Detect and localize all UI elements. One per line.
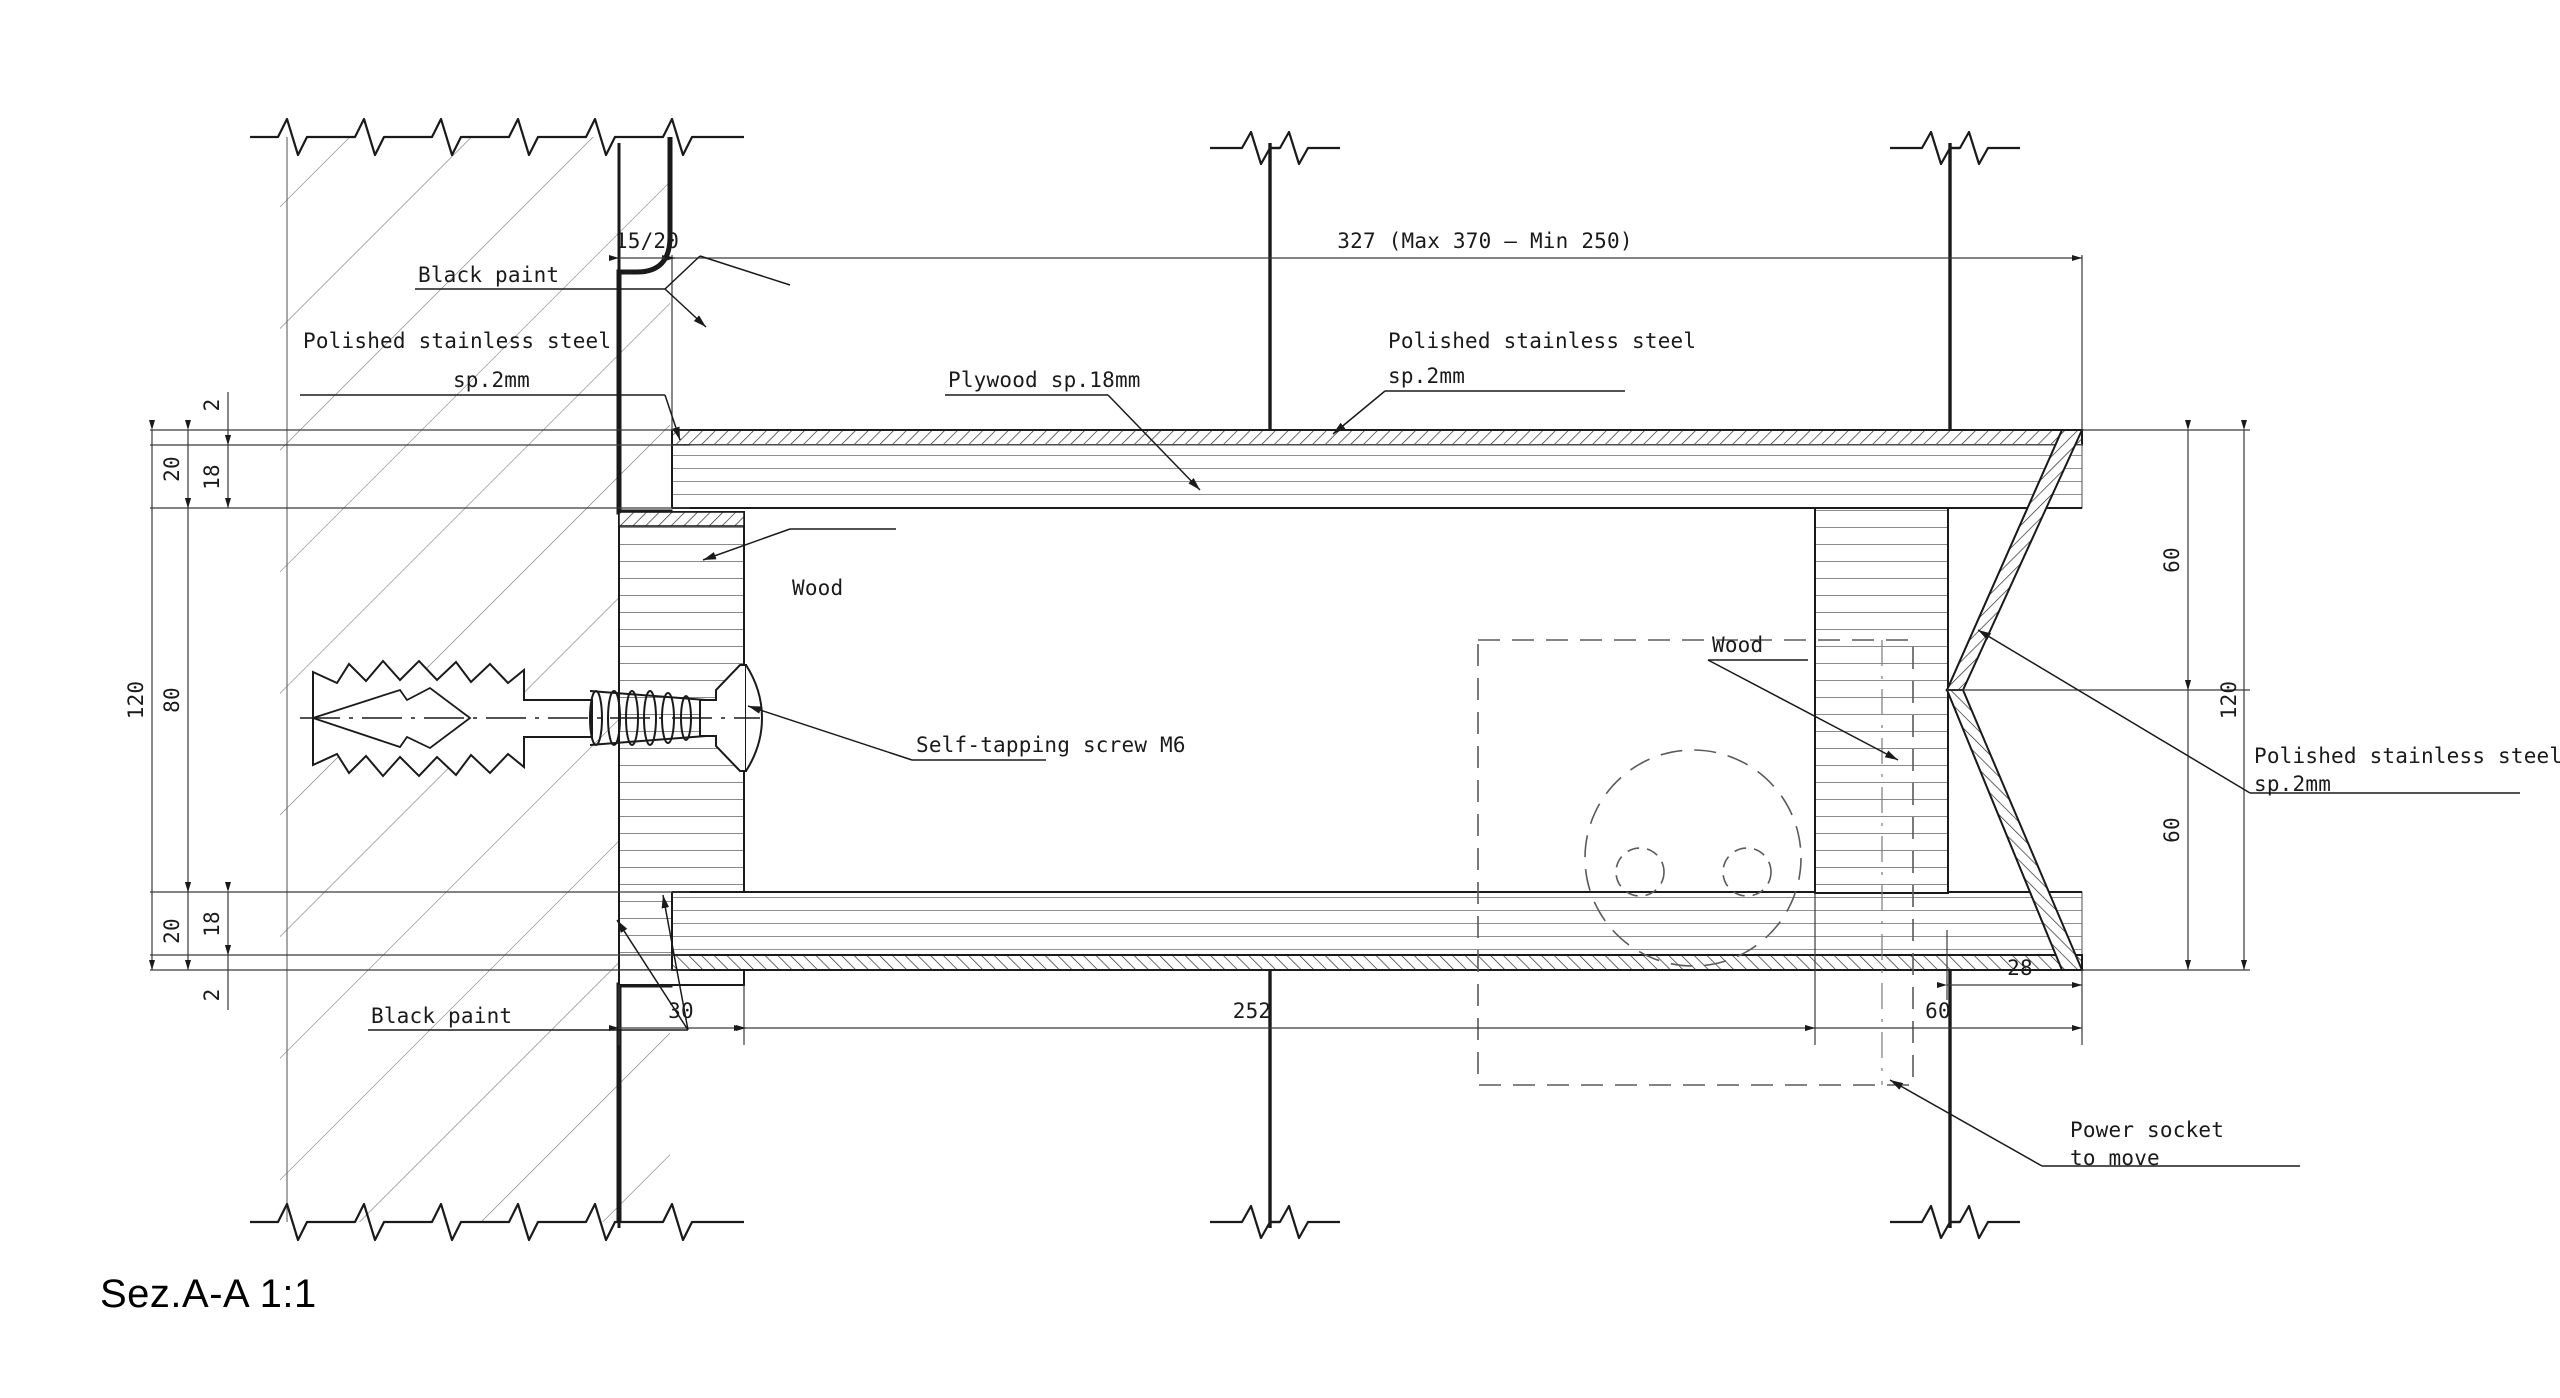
dimension-lines <box>149 255 2250 1045</box>
tip-inner-lower <box>1946 689 2063 971</box>
socket-outer-circle <box>1584 749 1802 967</box>
socket-pin-left <box>1615 847 1665 897</box>
break-line-bottom-wall <box>250 1202 744 1242</box>
label-polished-steel-right-line1: Polished stainless steel <box>2254 744 2560 768</box>
dim-total-height-left: 120 <box>124 681 148 720</box>
label-wood-right: Wood <box>1712 633 1763 657</box>
dim-plywood-bot-thk: 18 <box>200 911 224 937</box>
leader-screw-arrow <box>747 705 913 761</box>
label-polished-steel-right-line2: sp.2mm <box>2254 772 2331 796</box>
leader-wood-left-arrow <box>702 528 791 561</box>
plywood-top <box>671 444 2083 509</box>
dim-overall-length: 327 (Max 370 – Min 250) <box>1337 229 1632 253</box>
socket-bounding-box <box>1477 639 1914 1086</box>
leader-power-socket-arrow <box>1889 1079 2043 1167</box>
label-wood-left: Wood <box>792 576 843 600</box>
steel-skin-top <box>671 429 2083 446</box>
label-black-paint-bottom: Black paint <box>371 1004 512 1028</box>
label-self-tapping-screw: Self-tapping screw M6 <box>916 733 1186 757</box>
label-polished-steel-left-line1: Polished stainless steel <box>303 329 611 353</box>
bottom-panel-assembly <box>671 891 2083 971</box>
dim-steel-bot-thk: 2 <box>200 989 224 1002</box>
label-black-paint-top: Black paint <box>418 263 559 287</box>
leader-steel-left-arrow <box>664 394 681 441</box>
tip-inner-upper <box>1946 429 2063 691</box>
steel-v-tip-right <box>1945 429 2084 971</box>
leader-steel-top-arrow <box>1332 390 1386 435</box>
plywood-bottom <box>671 891 2083 956</box>
break-line-top-wall <box>250 117 744 157</box>
dim-bottom-assembly: 20 <box>160 918 184 944</box>
label-plywood: Plywood sp.18mm <box>948 368 1141 392</box>
label-power-socket-line2: to move <box>2070 1146 2160 1170</box>
dim-wood-block-width: 30 <box>668 999 694 1023</box>
socket-pin-right <box>1722 847 1772 897</box>
screw-shank-bot <box>589 735 707 746</box>
label-polished-steel-left-line2: sp.2mm <box>453 368 530 392</box>
break-line-top-center-r <box>1270 130 1340 166</box>
wood-block-left-cap <box>618 511 745 527</box>
dim-tip-lower-60: 60 <box>2160 817 2184 843</box>
dim-notch-depth: 28 <box>2007 956 2033 980</box>
break-line-bot-right-r <box>1950 1204 2020 1240</box>
power-socket-hidden <box>1477 639 1914 1086</box>
dim-span-252: 252 <box>1233 999 1272 1023</box>
annotation-text: Black paint Polished stainless steel sp.… <box>124 229 2560 1170</box>
page-title: Sez.A-A 1:1 <box>100 1272 317 1316</box>
leader-black-paint-bot-arrow2 <box>661 894 689 1031</box>
dim-plywood-top-thk: 18 <box>200 464 224 490</box>
dim-core-height: 80 <box>160 687 184 713</box>
leader-plywood-arrow <box>1107 394 1201 491</box>
leader-lines <box>300 255 2520 1167</box>
dim-wall-offset: 15/20 <box>615 229 679 253</box>
steel-skin-bottom <box>671 954 2083 971</box>
vertical-break-lines <box>617 130 2020 1240</box>
anchor-and-screw <box>300 659 764 778</box>
leader-black-paint-bot-arrow1 <box>616 919 689 1031</box>
top-panel-assembly <box>671 429 2083 509</box>
break-line-top-right-r <box>1950 130 2020 166</box>
dim-steel-top-thk: 2 <box>200 399 224 412</box>
leader-wood-right-arrow <box>1707 659 1899 761</box>
break-line-bot-center-r <box>1270 1204 1340 1240</box>
dim-tip-total-120: 120 <box>2217 681 2241 720</box>
dim-tip-upper-60: 60 <box>2160 547 2184 573</box>
leader-steel-right-arrow <box>1977 629 2251 794</box>
screw-shank-top <box>589 690 707 701</box>
dim-top-assembly: 20 <box>160 456 184 482</box>
label-power-socket-line1: Power socket <box>2070 1118 2224 1142</box>
dim-end-block-60: 60 <box>1925 999 1951 1023</box>
leader-black-paint-top-arrow <box>664 288 707 328</box>
label-polished-steel-top-line1: Polished stainless steel <box>1388 329 1696 353</box>
label-polished-steel-top-line2: sp.2mm <box>1388 364 1465 388</box>
